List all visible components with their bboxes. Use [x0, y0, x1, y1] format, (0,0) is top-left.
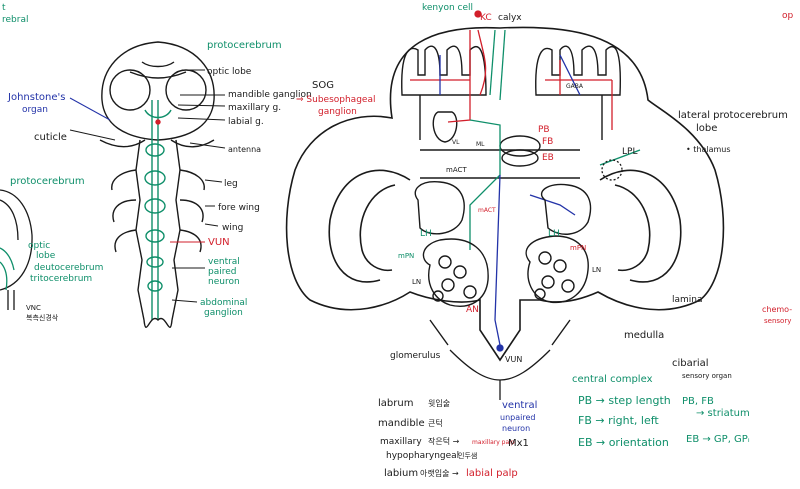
chemo-label: chemo-: [762, 305, 792, 314]
bottom-structure: [449, 349, 551, 400]
abdominal-ganglion-a: abdominal: [200, 298, 247, 308]
gaba-label: GABA: [566, 83, 584, 90]
lamina-label: lamina: [672, 295, 703, 305]
pb-label: PB: [538, 125, 550, 135]
top-fragment-a: t: [2, 3, 6, 13]
lh-left-label: LH: [420, 229, 432, 239]
glomerulus-label: glomerulus: [390, 351, 441, 361]
ventral-unpaired-a: ventral: [502, 400, 537, 411]
mpn-left-label: mPN: [398, 252, 414, 260]
wing-label: wing: [222, 223, 243, 233]
mandible-note: mandible: [378, 418, 425, 429]
labrum-note: labrum: [378, 398, 413, 409]
johnstones-organ-label: Johnstone's: [7, 92, 65, 103]
mact-label: mACT: [446, 166, 467, 174]
mandible-ganglion-label: mandible ganglion: [228, 90, 312, 100]
tritocerebrum-label: tritocerebrum: [30, 274, 92, 284]
mandible-kr-note: 큰턱: [428, 418, 443, 428]
protocerebrum-label: protocerebrum: [207, 40, 282, 51]
leg-label: leg: [224, 179, 238, 189]
pb-fb-striatum-a: PB, FB: [682, 396, 714, 407]
optic-lobe-side-a: optic: [28, 241, 50, 251]
maxillary-label: maxillary g.: [228, 103, 281, 113]
antennal-lobes: [414, 181, 592, 346]
eb-gp-note: EB → GP, GPᵢ: [686, 434, 750, 445]
chemo-sensory-label: sensory: [764, 317, 791, 325]
abdominal-ganglion-b: ganglion: [204, 308, 243, 318]
maxillary-palp-note: maxillary palp: [472, 439, 515, 446]
vl-label: VL: [452, 139, 460, 146]
an-label: AN: [466, 305, 479, 315]
pb-fb-striatum-b: → striatum: [696, 408, 750, 419]
hypopharyngeal-note: hypopharyngeal: [386, 451, 459, 461]
op-fragment-label: op: [782, 11, 794, 21]
lpl-label: LPL: [622, 147, 637, 157]
honeybee-brain: [285, 26, 725, 362]
partial-brain-sketch: [0, 189, 33, 310]
fb-label: FB: [542, 137, 553, 147]
sog-ganglion-label: ganglion: [318, 107, 357, 117]
labium-kr-note: 아랫입술 →: [420, 468, 459, 478]
ventral-paired-a: ventral: [208, 257, 240, 267]
cibarial-sensory-note: sensory organ: [682, 372, 732, 380]
cibarial-note: cibarial: [672, 358, 709, 369]
kc-label: KC: [480, 13, 492, 23]
pb-step-length: PB → step length: [578, 394, 671, 407]
labrum-kr-note: 윗입술: [428, 398, 450, 408]
lateral-lobe-label: lobe: [696, 123, 717, 134]
maxillary-kr-note: 작은턱 →: [428, 436, 460, 446]
ventral-paired-b: paired: [208, 267, 236, 277]
sog-arrow-label: ⇒ Subesophageal: [296, 95, 375, 105]
vun-brain-label: VUN: [505, 355, 522, 364]
fore-wing-label: fore wing: [218, 203, 260, 213]
deutocerebrum-label: deutocerebrum: [34, 263, 103, 273]
central-complex-note: central complex: [572, 374, 653, 385]
cuticle-label: cuticle: [34, 132, 67, 143]
labial-label: labial g.: [228, 117, 264, 127]
eb-orientation: EB → orientation: [578, 436, 669, 449]
vun-label: VUN: [208, 237, 230, 248]
optic-lobe-label: optic lobe: [207, 67, 252, 77]
bee-nervous-system: [99, 41, 215, 329]
ventral-paired-c: neuron: [208, 277, 240, 287]
brain-neurons: [410, 10, 641, 352]
mushroom-bodies: [401, 45, 622, 167]
lateral-protocerebrum-label: lateral protocerebrum: [678, 110, 788, 121]
lh-right-label: LH: [548, 229, 560, 239]
maxillary-note: maxillary: [380, 437, 422, 447]
labium-note: labium: [384, 468, 418, 479]
mx1-note: Mx1: [508, 438, 529, 449]
ln-left-label: LN: [412, 278, 421, 286]
kenyon-cell-label: kenyon cell: [422, 3, 473, 13]
antenna-label: antenna: [228, 145, 261, 154]
hypopharyngeal-kr-note: 인두샘: [458, 451, 477, 460]
medulla-label: medulla: [624, 330, 664, 341]
thalamus-label: • thalamus: [686, 145, 731, 154]
fb-right-left: FB → right, left: [578, 414, 659, 427]
top-fragment-b: rebral: [2, 15, 28, 25]
ventral-unpaired-c: neuron: [502, 424, 530, 433]
sog-label: SOG: [312, 80, 334, 91]
vnc-label: VNC: [26, 304, 41, 312]
ln-right-label: LN: [592, 266, 601, 274]
mact2-label: mACT: [478, 207, 496, 214]
eb-label: EB: [542, 153, 554, 163]
johnstones-organ-label-b: organ: [22, 105, 48, 115]
protocerebrum-side-label: protocerebrum: [10, 176, 85, 187]
vnc-korean-label: 복측신경삭: [26, 313, 59, 322]
optic-lobe-side-b: lobe: [36, 251, 56, 261]
ml-label: ML: [476, 141, 485, 148]
ventral-unpaired-b: unpaired: [500, 413, 535, 422]
calyx-label: calyx: [498, 13, 522, 23]
bee-leader-lines: [69, 69, 226, 303]
mpn-right-label: mPN: [570, 244, 586, 252]
labial-palp-note: labial palp: [466, 468, 518, 479]
